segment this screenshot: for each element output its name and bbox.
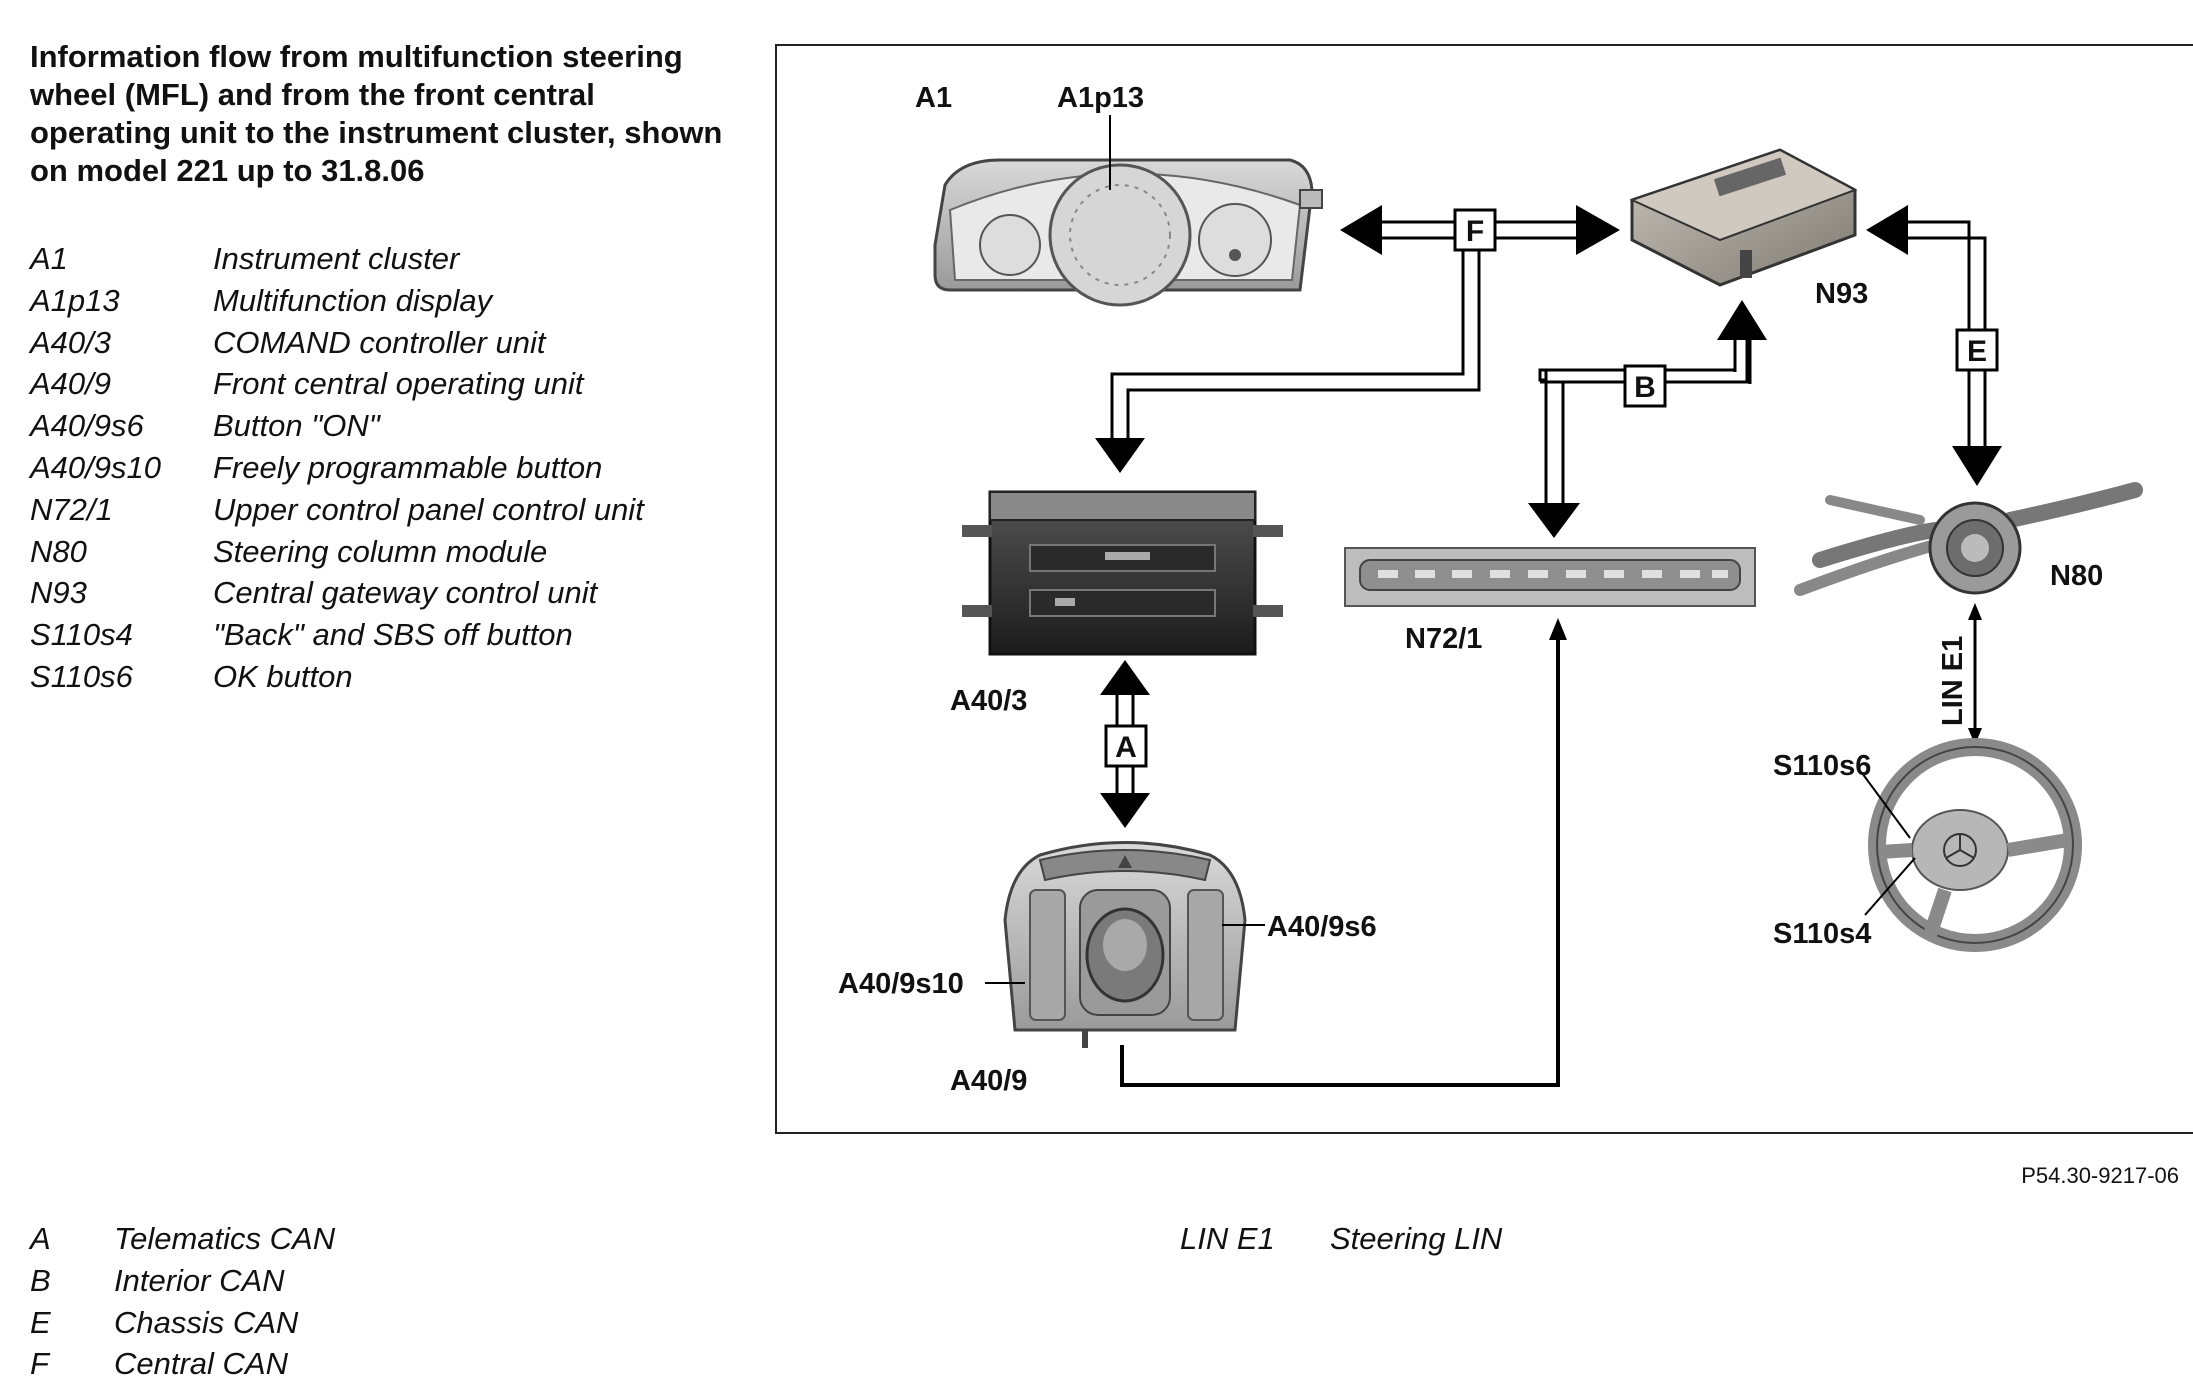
label-s110s4: S110s4	[1773, 918, 1871, 950]
lin-legend-item: LIN E1 Steering LIN	[1180, 1218, 1502, 1260]
bus-tag-f: F	[1453, 208, 1497, 252]
diagram-frame	[775, 44, 2193, 1134]
signal-line-a40-9-to-n72-1	[1120, 640, 1560, 1087]
page-title: Information flow from multifunction stee…	[30, 39, 723, 188]
legend-item: N80 Steering column module	[30, 531, 644, 573]
bus-tag-b-text: B	[1634, 371, 1656, 404]
comand-controller-image	[962, 490, 1283, 656]
legend-desc: Front central operating unit	[213, 366, 584, 402]
legend-item: A40/9s6 Button "ON"	[30, 405, 644, 447]
legend-item: A40/9s10 Freely programmable button	[30, 447, 644, 489]
instrument-cluster-image	[933, 158, 1323, 307]
lin-arrowhead-down	[1968, 728, 1982, 745]
bus-tag-f-text: F	[1466, 215, 1484, 248]
bus-tag-a: A	[1104, 724, 1148, 768]
bus-tag-e: E	[1955, 328, 1999, 372]
legend-desc: Multifunction display	[213, 282, 493, 318]
bus-code: E	[30, 1304, 51, 1340]
lin-code: LIN E1	[1180, 1221, 1275, 1256]
label-n80: N80	[2050, 560, 2103, 592]
bus-desc: Central CAN	[114, 1346, 288, 1382]
bus-legend-item: E Chassis CAN	[30, 1302, 335, 1344]
figure-reference: P54.30-9217-06	[2021, 1163, 2179, 1188]
bus-legend-item: A Telematics CAN	[30, 1218, 335, 1260]
label-n93: N93	[1815, 278, 1868, 310]
legend-code: S110s4	[30, 617, 133, 653]
front-operating-unit-image	[1003, 841, 1247, 1048]
bus-legend-item: B Interior CAN	[30, 1260, 335, 1302]
legend-desc: Upper control panel control unit	[213, 491, 644, 527]
bus-arrowheads-b	[1528, 300, 1767, 538]
label-lin-e1: LIN E1	[1937, 636, 1969, 726]
s110s6-pointer	[1861, 772, 1911, 839]
legend-item: S110s4 "Back" and SBS off button	[30, 614, 644, 656]
bus-desc: Chassis CAN	[114, 1304, 299, 1340]
legend-item: A1 Instrument cluster	[30, 238, 644, 280]
steering-column-module-image	[1794, 482, 2143, 596]
bus-code: F	[30, 1346, 49, 1382]
bus-desc: Interior CAN	[114, 1262, 285, 1298]
legend-code: A40/9s10	[30, 449, 161, 485]
legend-desc: Instrument cluster	[213, 241, 460, 276]
legend-code: N80	[30, 533, 87, 569]
label-a40-3: A40/3	[950, 685, 1027, 717]
label-a1: A1	[915, 82, 952, 114]
bus-arrowheads-a	[1100, 660, 1150, 828]
bus-tag-a-text: A	[1115, 731, 1137, 764]
legend-desc: "Back" and SBS off button	[213, 617, 573, 653]
bus-line-b	[1538, 338, 1752, 505]
legend-desc: OK button	[213, 658, 353, 694]
legend-desc: COMAND controller unit	[213, 324, 546, 360]
label-s110s6: S110s6	[1773, 750, 1871, 782]
lin-arrowhead-up	[1968, 603, 1982, 620]
label-n72-1: N72/1	[1405, 623, 1482, 655]
bus-code: B	[30, 1262, 51, 1298]
label-a40-9s10: A40/9s10	[838, 968, 964, 1000]
bus-code: A	[30, 1221, 51, 1256]
legend-code: N93	[30, 575, 87, 611]
legend-code: S110s6	[30, 658, 133, 694]
signal-arrowhead	[1549, 618, 1567, 640]
legend-desc: Steering column module	[213, 533, 548, 569]
legend-item: N93 Central gateway control unit	[30, 572, 644, 614]
legend-code: A40/9s6	[30, 408, 144, 444]
legend-item: A40/9 Front central operating unit	[30, 363, 644, 405]
legend-desc: Freely programmable button	[213, 449, 603, 485]
label-a1p13: A1p13	[1057, 82, 1144, 114]
bus-arrowheads-e	[1866, 205, 2002, 486]
bus-arrowheads-f	[1095, 205, 1620, 473]
legend-desc: Central gateway control unit	[213, 575, 598, 611]
legend-item: A1p13 Multifunction display	[30, 280, 644, 322]
steering-wheel-image	[1868, 738, 2082, 952]
central-gateway-image	[1629, 148, 1858, 287]
bus-legend-item: F Central CAN	[30, 1343, 335, 1385]
legend-code: A40/9	[30, 366, 112, 402]
bus-line-e	[1905, 220, 1987, 448]
legend-code: A1	[30, 241, 68, 276]
s110s4-pointer	[1864, 857, 1916, 916]
legend-item: A40/3 COMAND controller unit	[30, 322, 644, 364]
label-a40-9: A40/9	[950, 1065, 1027, 1097]
upper-control-panel-image	[1344, 547, 1756, 607]
legend-item: S110s6 OK button	[30, 656, 644, 698]
legend-code: A1p13	[30, 282, 120, 318]
component-legend: A1 Instrument cluster A1p13 Multifunction …	[30, 238, 644, 698]
legend-code: N72/1	[30, 491, 113, 527]
bus-desc: Telematics CAN	[114, 1221, 336, 1256]
legend-item: N72/1 Upper control panel control unit	[30, 489, 644, 531]
bus-legend: A Telematics CAN B Interior CAN E Chassis C…	[30, 1218, 335, 1385]
legend-desc: Button "ON"	[213, 408, 380, 444]
bus-tag-b: B	[1623, 364, 1667, 408]
label-a40-9s6: A40/9s6	[1267, 911, 1377, 943]
lin-desc: Steering LIN	[1330, 1221, 1503, 1256]
legend-code: A40/3	[30, 324, 112, 360]
bus-tag-e-text: E	[1967, 335, 1987, 368]
